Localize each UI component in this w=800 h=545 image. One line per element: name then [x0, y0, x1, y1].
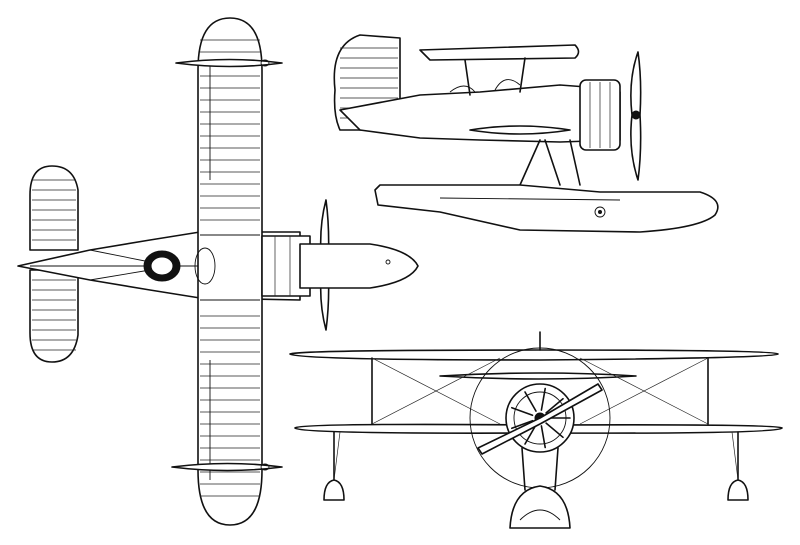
- front-view: [289, 331, 783, 529]
- upper-wing-ribs: [200, 39, 260, 497]
- upper-wing-front: [289, 349, 779, 361]
- tailplane-ribs: [32, 179, 76, 351]
- engine-cylinders: [510, 387, 571, 449]
- upper-wingtip-float: [175, 58, 283, 68]
- main-float-side: [374, 184, 719, 233]
- main-float-front: [509, 485, 571, 529]
- top-view: [17, 17, 419, 526]
- upper-wing-side: [419, 44, 580, 61]
- upper-wing-plan: [197, 17, 263, 526]
- lower-wingtip-float: [171, 462, 283, 472]
- left-tip-float-front: [323, 479, 345, 501]
- tailplane-upper: [29, 165, 79, 251]
- right-tip-float-front: [727, 479, 749, 501]
- side-view: [333, 34, 719, 233]
- main-float-plan: [299, 243, 419, 289]
- propeller-front: [477, 383, 603, 455]
- lower-wing-side: [469, 125, 571, 135]
- tailplane-lower: [29, 269, 79, 363]
